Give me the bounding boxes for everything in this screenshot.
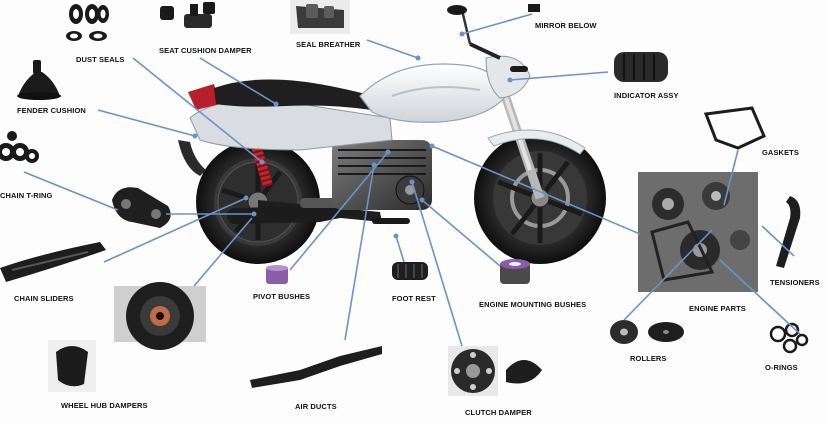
label-foot-rest: FOOT REST — [392, 294, 436, 303]
o-rings-image — [769, 322, 809, 354]
fender-cushion-image — [17, 60, 61, 100]
label-mirror-below: MIRROR BELOW — [535, 21, 597, 30]
chain-t-ring-image — [0, 131, 39, 163]
engine — [332, 140, 432, 210]
wheel-hub-image — [114, 282, 206, 350]
label-dust-seals: DUST SEALS — [76, 55, 125, 64]
rollers-image — [610, 320, 684, 344]
motorcycle — [178, 5, 606, 264]
dust-seals-image — [66, 4, 109, 41]
wheel-hub-dampers-image — [48, 340, 96, 392]
label-chain-sliders: CHAIN SLIDERS — [14, 294, 74, 303]
label-wheel-hub-dampers: WHEEL HUB DAMPERS — [61, 401, 148, 410]
foot-rest-image — [392, 262, 428, 280]
label-tensioners: TENSIONERS — [770, 278, 820, 287]
label-seat-cushion-damper: SEAT CUSHION DAMPER — [159, 46, 252, 55]
mirror-below-image — [528, 4, 540, 12]
clutch-damper-image — [448, 346, 542, 396]
label-clutch-damper: CLUTCH DAMPER — [465, 408, 532, 417]
label-o-rings: O-RINGS — [765, 363, 798, 372]
tensioner-image — [776, 196, 801, 268]
gaskets-image — [703, 106, 766, 150]
label-engine-parts: ENGINE PARTS — [689, 304, 746, 313]
seat-cushion-damper-image — [160, 2, 215, 28]
engine-mounting-bush-image — [500, 259, 530, 284]
label-engine-mounting-bushes: ENGINE MOUNTING BUSHES — [479, 300, 587, 309]
label-pivot-bushes: PIVOT BUSHES — [253, 292, 311, 301]
chain-link-image — [112, 187, 171, 228]
label-seal-breather: SEAL BREATHER — [296, 40, 361, 49]
label-indicator-assy: INDICATOR ASSY — [614, 91, 679, 100]
label-gaskets: GASKETS — [762, 148, 799, 157]
pivot-bushes-image — [266, 265, 288, 284]
indicator-assy-image — [614, 52, 668, 82]
label-rollers: ROLLERS — [630, 354, 667, 363]
air-ducts-image — [250, 346, 382, 388]
chain-sliders-image — [0, 242, 106, 282]
seal-breather-image — [290, 0, 350, 34]
leader-line-dots — [192, 31, 513, 239]
label-air-ducts: AIR DUCTS — [295, 402, 337, 411]
engine-parts-image — [638, 172, 758, 292]
leader-lines — [23, 13, 801, 347]
label-chain-t-ring: CHAIN T-RING — [0, 191, 53, 200]
label-fender-cushion: FENDER CUSHION — [17, 106, 86, 115]
